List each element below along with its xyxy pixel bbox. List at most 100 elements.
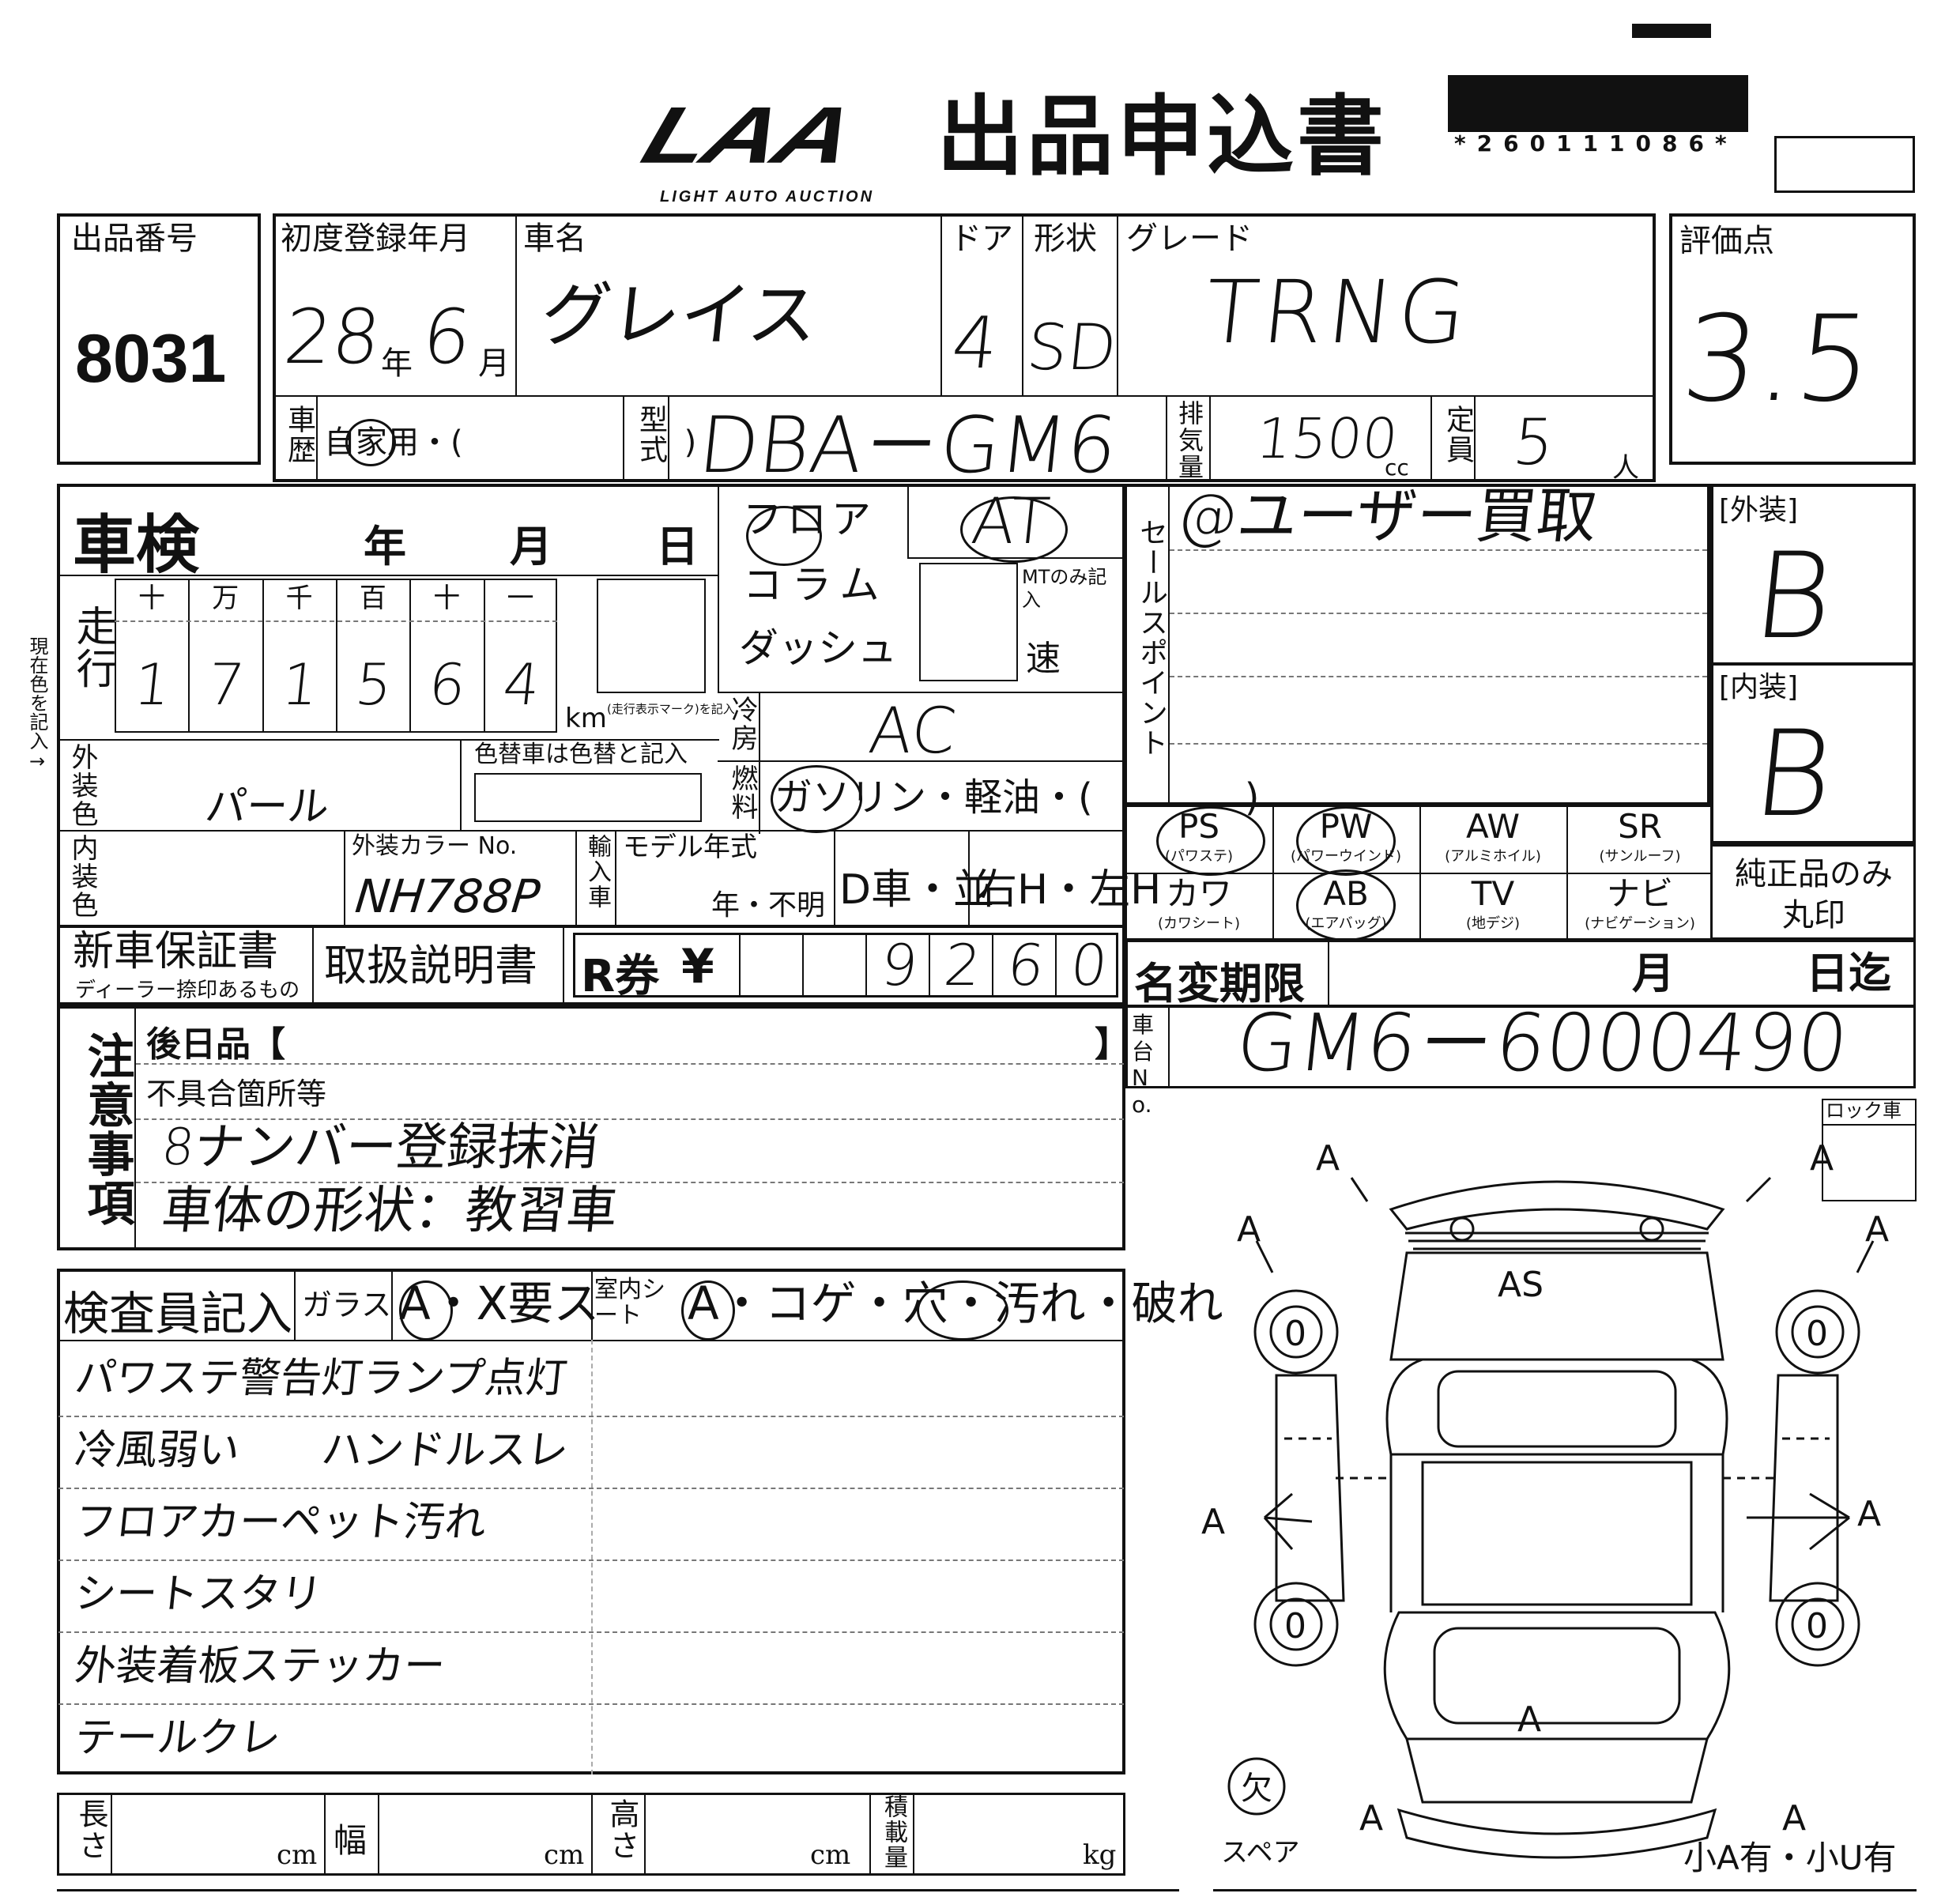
equipment-code: カワ bbox=[1165, 874, 1232, 913]
recycle-digit: 9 bbox=[877, 932, 922, 998]
grade-label: グレード bbox=[1126, 221, 1253, 257]
damage-mark: A bbox=[1810, 1138, 1834, 1179]
equipment-5: カワ (カワシート) bbox=[1125, 874, 1272, 933]
equipment-sub: (カワシート) bbox=[1157, 915, 1241, 933]
notes-label: 注意事項 bbox=[79, 1031, 134, 1228]
displacement-unit: cc bbox=[1385, 454, 1409, 481]
manual-label: 取扱説明書 bbox=[324, 941, 537, 990]
inspector-note: 外装着板ステッカー bbox=[72, 1642, 448, 1690]
damage-mark: A bbox=[1517, 1699, 1541, 1740]
registration-label: 初度登録年月 bbox=[281, 221, 470, 257]
color-no-value: NH788P bbox=[352, 869, 543, 923]
glass-label: ガラス bbox=[302, 1288, 392, 1322]
tyre-mark: 0 bbox=[1806, 1606, 1828, 1646]
mt-note: MTのみ記入 bbox=[1022, 566, 1107, 611]
equipment-8: ナビ(ナビゲーション) bbox=[1566, 874, 1713, 933]
registration-year-unit: 年 bbox=[381, 345, 413, 382]
name-change-label: 名変期限 bbox=[1134, 959, 1305, 1009]
ac-label: 冷房 bbox=[726, 696, 758, 752]
recycle-yen: ¥ bbox=[681, 939, 714, 994]
score-value: 3.5 bbox=[1675, 291, 1879, 428]
lot-number: 8031 bbox=[75, 321, 227, 397]
mileage-digit-label: 十 bbox=[433, 583, 461, 614]
inspector-note: テールクレ bbox=[72, 1714, 284, 1762]
interior-color-label: 内装色 bbox=[66, 834, 98, 919]
import-label: 輸入車 bbox=[583, 834, 611, 910]
defects-label: 不具合箇所等 bbox=[146, 1077, 327, 1111]
damage-mark: A bbox=[1857, 1494, 1881, 1534]
small-parts-options: 小A有・小U有 bbox=[1683, 1839, 1897, 1877]
mileage-digit: 4 bbox=[499, 651, 543, 718]
score-label: 評価点 bbox=[1679, 223, 1774, 259]
d-car-options: D車・並 bbox=[839, 866, 995, 914]
inspector-label: 検査員記入 bbox=[63, 1287, 293, 1341]
seat-circle-dirty bbox=[917, 1280, 1008, 1341]
width-unit: cm bbox=[544, 1839, 585, 1871]
shift-floor-circle bbox=[746, 506, 822, 566]
length-label: 長さ bbox=[74, 1798, 108, 1861]
spare-mark: 欠 bbox=[1241, 1771, 1272, 1807]
damage-mark: A bbox=[1237, 1209, 1261, 1250]
equipment-code: SR bbox=[1618, 807, 1662, 846]
equipment-code: AW bbox=[1466, 807, 1520, 846]
equipment-7: TV(地デジ) bbox=[1419, 875, 1566, 933]
damage-mark: A bbox=[1316, 1138, 1340, 1179]
mileage-label: 走行 bbox=[69, 605, 116, 690]
inspector-note: 冷風弱い ハンドルスレ bbox=[72, 1427, 571, 1474]
mileage-digit: 1 bbox=[278, 651, 322, 718]
registration-month-unit: 月 bbox=[478, 345, 510, 382]
sales-point-value: @ユーザー買取 bbox=[1174, 481, 1601, 551]
lock-box bbox=[1822, 1099, 1917, 1201]
mileage-digit-label: 万 bbox=[212, 583, 239, 614]
capacity-label: 定員 bbox=[1442, 405, 1474, 465]
grade-value: TRNG bbox=[1200, 262, 1476, 363]
exterior-grade-value: B bbox=[1747, 528, 1840, 666]
mileage-unit: km bbox=[565, 703, 607, 734]
small-stamp-box bbox=[1774, 136, 1915, 193]
displacement-value: 1500 bbox=[1253, 406, 1401, 471]
barcode-redaction bbox=[1448, 75, 1748, 132]
sales-point-box bbox=[1125, 484, 1710, 805]
vehicle-info-box bbox=[273, 213, 1656, 482]
page-title: 出品申込書 bbox=[937, 86, 1387, 187]
mileage-note: (走行表示マーク)を記入 bbox=[607, 702, 735, 716]
tyre-mark: 0 bbox=[1284, 1314, 1306, 1354]
tyre-mark: 0 bbox=[1284, 1606, 1306, 1646]
notes-box bbox=[57, 1005, 1125, 1250]
logo-subtitle: LIGHT AUTO AUCTION bbox=[660, 188, 875, 206]
mt-speed-box bbox=[919, 563, 1018, 681]
model-year-label: モデル年式 bbox=[623, 832, 757, 863]
equipment-4: SR(サンルーフ) bbox=[1566, 807, 1713, 866]
equipment-code: ナビ bbox=[1606, 874, 1673, 913]
mileage-digit-label: 百 bbox=[359, 583, 386, 614]
height-label: 高さ bbox=[605, 1798, 639, 1861]
fuel-label: 燃料 bbox=[726, 764, 758, 821]
damage-mark: AS bbox=[1498, 1265, 1544, 1305]
lot-number-label: 出品番号 bbox=[71, 221, 198, 257]
capacity-value: 5 bbox=[1510, 405, 1558, 479]
genuine-only-box bbox=[1710, 844, 1916, 940]
handle-options: 右H・左H bbox=[976, 866, 1162, 914]
score-box bbox=[1669, 213, 1916, 465]
ps-circle bbox=[1156, 806, 1265, 876]
repaint-box bbox=[474, 773, 702, 822]
logo: LAA LIGHT AUTO AUCTION bbox=[632, 90, 875, 206]
car-name-label: 車名 bbox=[523, 221, 586, 257]
lock-label: ロック車 bbox=[1826, 1099, 1902, 1122]
interior-grade-label: [内装] bbox=[1719, 671, 1799, 703]
later-items-close: 】 bbox=[1095, 1024, 1129, 1065]
mileage-digit-label: 一 bbox=[507, 583, 534, 614]
chassis-number: GM6－6000490 bbox=[1231, 997, 1853, 1089]
exterior-grade-label: [外装] bbox=[1719, 494, 1799, 526]
side-note: 現在色を記入→ bbox=[26, 636, 48, 772]
inspector-note: シートスタリ bbox=[72, 1571, 325, 1618]
displacement-label: 排気量 bbox=[1174, 400, 1204, 481]
damage-mark: A bbox=[1201, 1502, 1225, 1542]
shaken-day: 日 bbox=[656, 522, 699, 571]
shaken-year: 年 bbox=[364, 522, 406, 571]
redaction-mark bbox=[1632, 24, 1711, 38]
interior-grade-value: B bbox=[1747, 706, 1840, 843]
shift-dash: ダッシュ bbox=[739, 625, 897, 671]
interior-grade-box bbox=[1710, 662, 1916, 844]
inspector-note: パワステ警告灯ランプ点灯 bbox=[72, 1355, 570, 1402]
